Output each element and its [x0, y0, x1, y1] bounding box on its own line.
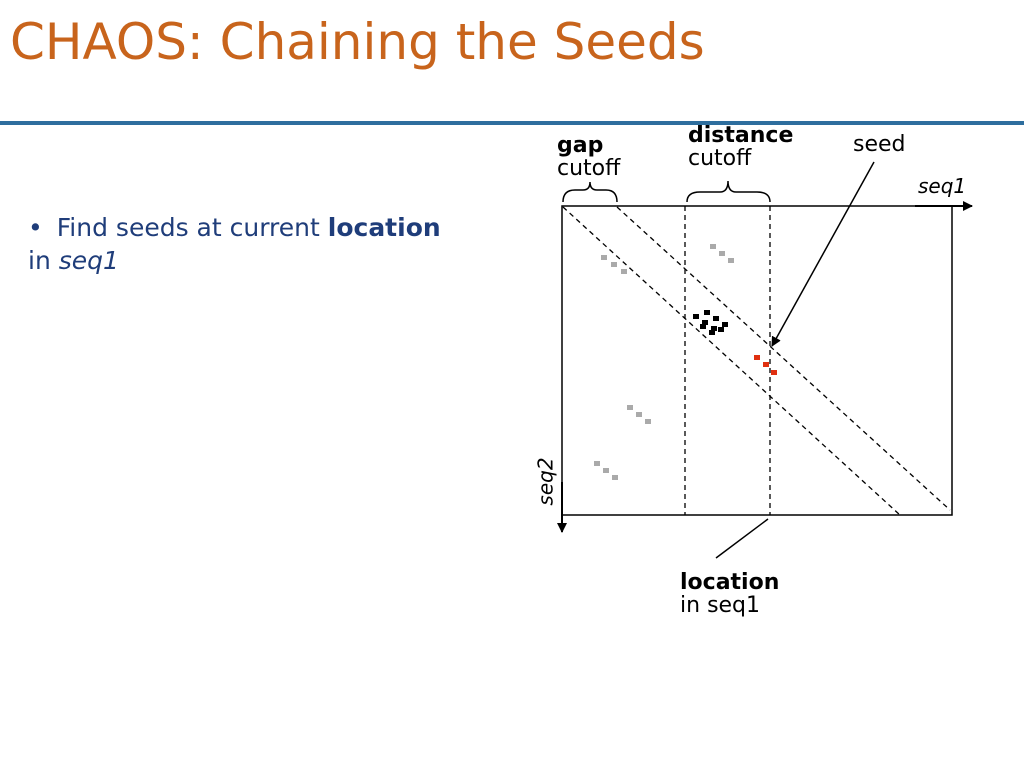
title-divider — [0, 121, 1024, 125]
gap-band-lower-diagonal — [562, 206, 901, 516]
bullet-text-pre: Find seeds at current — [56, 213, 328, 242]
bullet-keyword-location: location — [327, 213, 441, 242]
distance-cutoff-label: distance cutoff — [688, 124, 793, 170]
gap-cutoff-text: cutoff — [557, 156, 621, 182]
distance-cutoff-text: cutoff — [688, 146, 752, 172]
seed-current — [754, 355, 777, 375]
alignment-matrix — [561, 205, 953, 516]
gap-band-upper-diagonal — [616, 206, 951, 511]
seed-label: seed — [853, 132, 906, 157]
location-label-bold: location — [680, 570, 780, 595]
location-label-pre: in — [680, 593, 708, 619]
distance-label: distance — [688, 123, 794, 148]
seeds-black — [693, 310, 728, 335]
gap-cutoff-brace — [562, 181, 618, 203]
seed-pointer-arrow — [771, 161, 875, 347]
location-pointer-line — [715, 518, 769, 559]
distance-cutoff-brace — [686, 180, 771, 203]
slide-title: CHAOS: Chaining the Seeds — [10, 13, 705, 71]
bullet-point: • Find seeds at current location in seq1 — [28, 212, 548, 277]
bullet-marker: • — [28, 213, 43, 242]
location-label-seq: seq1 — [707, 593, 761, 619]
seeds-gray — [594, 244, 734, 480]
gap-label: gap — [557, 133, 604, 158]
gap-cutoff-label: gap cutoff — [557, 134, 620, 180]
location-label: location in seq1 — [680, 571, 779, 617]
seq1-axis-label: seq1 — [918, 174, 967, 198]
bullet-text-mid: in — [28, 245, 59, 275]
bullet-seq-name: seq1 — [58, 245, 119, 275]
seq2-axis-label: seq2 — [533, 457, 558, 506]
